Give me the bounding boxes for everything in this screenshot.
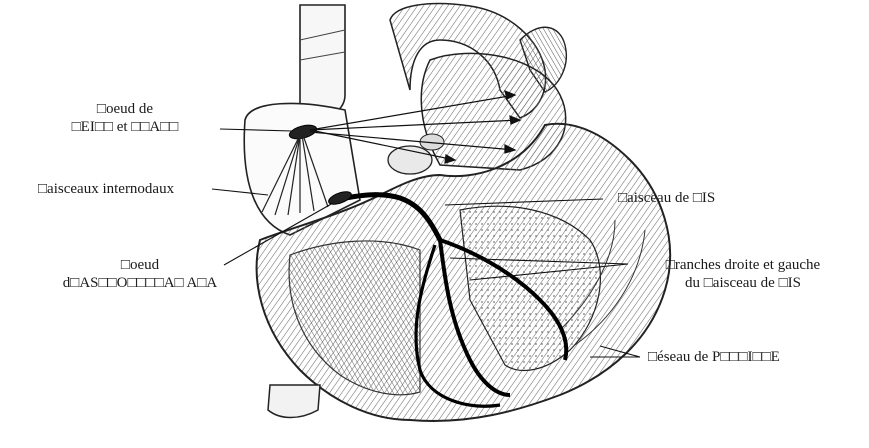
internodal-label: □aisceaux internodaux <box>38 180 174 198</box>
sinus-node-label-line2: □EI□□ et □□A□□ <box>30 118 220 136</box>
bundle-branches-label: □ranches droite et gauche du □aisceau de… <box>628 256 858 292</box>
av-node-label-line2: d□AS□□O□□□□A□ A□A <box>20 274 260 292</box>
his-bundle-label: □aisceau de □IS <box>618 189 715 207</box>
sinus-node-label: □oeud de □EI□□ et □□A□□ <box>30 100 220 136</box>
av-node-label: □oeud d□AS□□O□□□□A□ A□A <box>20 256 260 292</box>
purkinje-label: □éseau de P□□□I□□E <box>648 348 780 366</box>
superior-vena-cava <box>300 5 345 120</box>
bundle-branches-label-line1: □ranches droite et gauche <box>628 256 858 274</box>
inferior-vena-cava <box>268 385 320 418</box>
av-node-label-line1: □oeud <box>20 256 260 274</box>
bundle-branches-label-line2: du □aisceau de □IS <box>628 274 858 292</box>
sinus-node-label-line1: □oeud de <box>30 100 220 118</box>
